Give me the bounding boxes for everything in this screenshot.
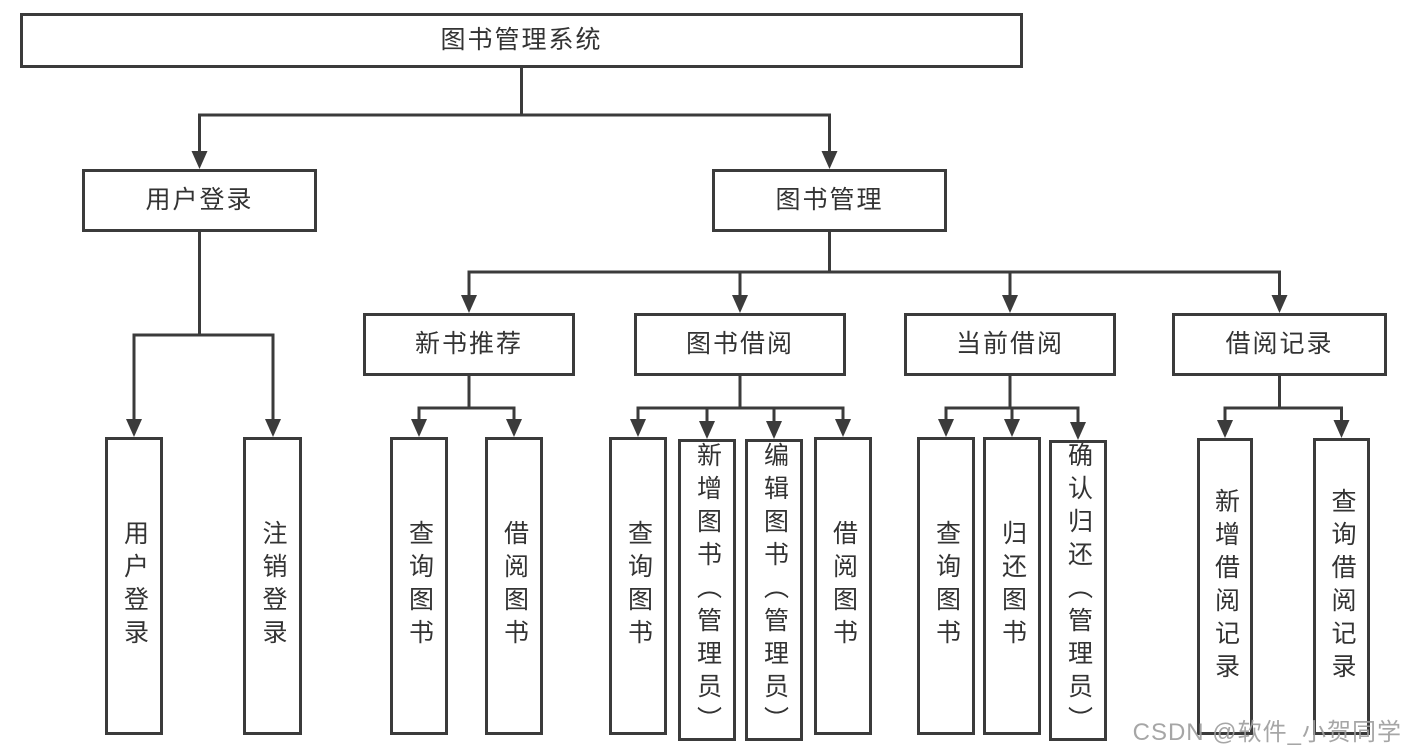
arrowhead [461,295,477,313]
arrowhead [1002,295,1018,313]
csdn-watermark: CSDN @软件_小贺同学 [1132,719,1402,746]
leaf-add-book-admin-label: 新增图书（管理员） [693,441,722,739]
node-book-management-label: 图书管理 [775,186,884,214]
leaf-confirm-return-admin-label: 确认归还（管理员） [1064,442,1093,739]
leaf-edit-book-admin: 编辑图书（管理员） [745,439,803,741]
leaf-add-borrow-record: 新增借阅记录 [1197,438,1253,735]
edge-book-borrow-children [636,372,845,424]
node-root-label: 图书管理系统 [440,26,603,54]
arrowhead [1217,420,1233,438]
arrowhead [265,419,281,437]
arrowhead [699,421,715,439]
node-book-borrow-label: 图书借阅 [685,330,794,358]
leaf-query-borrow-record-label: 查询借阅记录 [1328,487,1356,686]
leaf-query-book-borrow: 查询图书 [609,437,667,735]
arrowhead [191,151,208,169]
arrowhead [630,419,646,437]
node-user-login: 用户登录 [82,169,317,232]
leaf-add-book-admin: 新增图书（管理员） [678,439,736,741]
leaf-return-book: 归还图书 [983,437,1041,735]
node-new-book-recommend-label: 新书推荐 [414,330,523,358]
arrowhead [126,419,142,437]
leaf-borrow-book: 借阅图书 [814,437,872,735]
arrowhead [766,421,782,439]
arrowhead [1070,422,1086,440]
leaf-return-book-label: 归还图书 [998,520,1027,652]
leaf-confirm-return-admin: 确认归还（管理员） [1049,440,1107,741]
node-root: 图书管理系统 [20,13,1023,68]
arrowhead [411,419,427,437]
leaf-borrow-book-recommend-label: 借阅图书 [500,520,529,652]
node-current-borrow-label: 当前借阅 [955,330,1064,358]
edge-root-to-level2 [198,64,831,154]
node-new-book-recommend: 新书推荐 [363,313,575,376]
leaf-logout-login-label: 注销登录 [259,520,287,652]
leaf-query-book-recommend-label: 查询图书 [405,520,434,652]
edge-current-borrow-children [944,372,1080,424]
node-current-borrow: 当前借阅 [904,313,1116,376]
node-book-management: 图书管理 [712,169,947,232]
leaf-query-book-current-label: 查询图书 [932,520,961,652]
leaf-query-book-current: 查询图书 [917,437,975,735]
node-book-borrow: 图书借阅 [634,313,846,376]
leaf-edit-book-admin-label: 编辑图书（管理员） [760,441,789,739]
leaf-logout-login: 注销登录 [243,437,302,735]
arrowhead [938,419,954,437]
connector-arrowheads [126,151,1350,440]
leaf-user-login-label: 用户登录 [120,520,149,652]
arrowhead [1271,295,1288,313]
leaf-add-borrow-record-label: 新增借阅记录 [1211,487,1240,686]
arrowhead [835,419,851,437]
edge-new-book-recommend-children [417,372,516,422]
edge-user-login-children [132,228,275,422]
arrowhead [732,295,748,313]
leaf-borrow-book-recommend: 借阅图书 [485,437,543,735]
edge-borrow-records-children [1223,372,1343,422]
arrowhead [1333,420,1350,438]
leaf-query-book-borrow-label: 查询图书 [624,520,653,652]
arrowhead [821,151,838,169]
leaf-query-book-recommend: 查询图书 [390,437,448,735]
connector-lines [132,64,1343,424]
leaf-query-borrow-record: 查询借阅记录 [1313,438,1370,735]
arrowhead [506,419,522,437]
node-user-login-label: 用户登录 [145,186,254,214]
arrowhead [1004,419,1020,437]
node-borrow-records: 借阅记录 [1172,313,1387,376]
edge-book-management-children [467,228,1281,298]
leaf-user-login: 用户登录 [105,437,163,735]
leaf-borrow-book-label: 借阅图书 [829,520,858,652]
node-borrow-records-label: 借阅记录 [1225,330,1334,358]
